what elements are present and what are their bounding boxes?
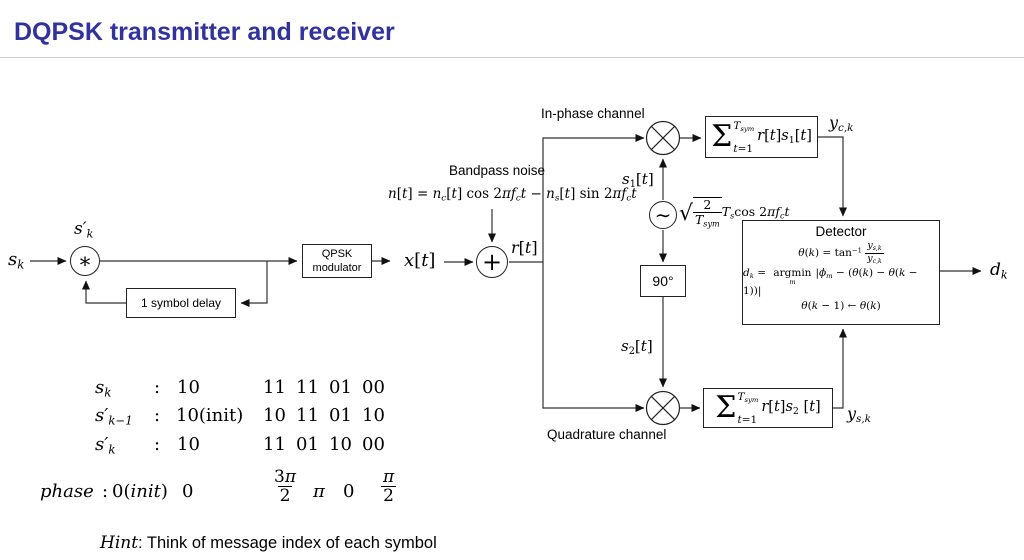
table-cell: 00 [362, 434, 385, 455]
yck-label: yc,k [829, 113, 854, 135]
table-cell: 01 [329, 377, 352, 398]
table-cell: 10 [362, 405, 385, 426]
quadrature-mixer-icon [645, 390, 681, 426]
table-row2-init: 10(init) [176, 405, 244, 426]
asterisk-icon: ∗ [77, 249, 93, 273]
dk-output-label: dk [990, 260, 1008, 282]
phase-value: π [313, 481, 325, 502]
inphase-channel-label: In-phase channel [541, 106, 645, 121]
hint-text: Hint: Think of message index of each sym… [100, 533, 437, 553]
quadrature-integrator-box: Σ Tsym t=1 r[t]s2 [t] [703, 388, 833, 428]
s1t-label: s1[t] [622, 170, 654, 190]
detector-title: Detector [815, 224, 867, 239]
bandpass-noise-label: Bandpass noise [449, 163, 546, 178]
hint-word: Hint [100, 533, 139, 553]
tilde-icon: ∼ [654, 203, 672, 227]
table-cell: 00 [362, 377, 385, 398]
table-row1-label: sk [95, 377, 112, 400]
table-cell: 11 [263, 377, 286, 398]
rt-label: r[t] [511, 238, 538, 257]
phase-row-label: phase [40, 481, 94, 502]
ysk-label: ys,k [847, 404, 871, 426]
sigma-icon: Σ [715, 390, 737, 425]
phase-value: 0 [182, 481, 194, 502]
noise-formula: n[t] = nc[t] cos 2πfct − ns[t] sin 2πfct [388, 186, 637, 204]
table-row1-init: 10 [177, 377, 200, 398]
table-cell: 10 [263, 405, 286, 426]
sigma-icon: Σ [711, 119, 733, 154]
table-cell: 11 [263, 434, 286, 455]
table-row1-colon: : [154, 377, 161, 398]
table-row3-colon: : [154, 434, 161, 455]
table-cell: 11 [296, 405, 319, 426]
sum1-upper-limit: Tsym [733, 120, 755, 134]
table-cell: 11 [296, 377, 319, 398]
quadrature-channel-label: Quadrature channel [547, 427, 667, 442]
table-row2-label: s′k−1 [95, 405, 133, 428]
skprime-label: s′k [74, 219, 94, 241]
input-sk-label: sk [8, 249, 25, 272]
symbol-delay-box: 1 symbol delay [126, 288, 236, 318]
table-row3-init: 10 [177, 434, 200, 455]
sum1-expression: r[t]s1[t] [757, 128, 812, 146]
phase-init: 0(init) [112, 481, 168, 502]
qpsk-modulator-box: QPSK modulator [302, 244, 372, 278]
ninety-degree-box: 90° [640, 265, 686, 297]
table-cell: 01 [329, 405, 352, 426]
plus-icon: + [481, 248, 503, 276]
table-cell: 10 [329, 434, 352, 455]
phase-row-colon: : [102, 481, 109, 502]
table-cell: 01 [296, 434, 319, 455]
sum1-lower-limit: t=1 [733, 142, 754, 155]
adder-node: + [476, 246, 508, 278]
page-title: DQPSK transmitter and receiver [14, 18, 395, 46]
table-row2-colon: : [154, 405, 161, 426]
detector-formula-update: θ(k − 1) ← θ(k) [801, 300, 881, 313]
inphase-integrator-box: Σ Tsym t=1 r[t]s1[t] [705, 116, 818, 158]
title-divider [0, 57, 1024, 58]
hint-rest: : Think of message index of each symbol [138, 534, 437, 552]
phase-value: 0 [343, 481, 355, 502]
multiplier-node: ∗ [70, 246, 100, 276]
sum2-upper-limit: Tsym [737, 391, 759, 405]
sum2-lower-limit: t=1 [737, 413, 758, 426]
sum2-expression: r[t]s2 [t] [761, 399, 821, 417]
xt-label: x[t] [404, 250, 436, 271]
inphase-mixer-icon [645, 120, 681, 156]
oscillator-node: ∼ [649, 201, 677, 229]
s2t-label: s2[t] [621, 337, 653, 357]
table-row3-label: s′k [95, 434, 116, 457]
